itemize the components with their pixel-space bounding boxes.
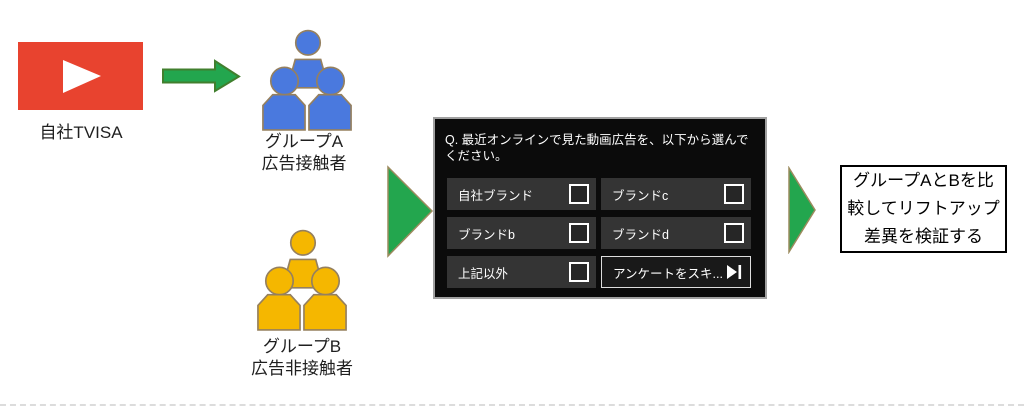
checkbox-icon[interactable] <box>569 223 589 243</box>
flow-triangle-icon <box>788 166 816 254</box>
group-a-desc: 広告接触者 <box>261 154 347 173</box>
skip-forward-icon <box>726 265 743 279</box>
bottom-dotted-rule <box>0 404 1024 406</box>
group-b-name: グループB <box>262 337 342 356</box>
option-brand-c[interactable]: ブランドc <box>601 178 751 210</box>
option-label: ブランドc <box>612 188 669 203</box>
group-a-label: グループA 広告接触者 <box>229 131 379 175</box>
survey-question: Q. 最近オンラインで見た動画広告を、以下から選んでください。 <box>445 133 749 163</box>
youtube-play-icon <box>18 42 143 110</box>
group-a-people-icon <box>262 29 352 131</box>
group-b-people-icon <box>257 229 347 331</box>
skip-button-label: アンケートをスキ... <box>613 266 723 281</box>
option-label: ブランドb <box>458 227 515 242</box>
checkbox-icon[interactable] <box>569 184 589 204</box>
checkbox-icon[interactable] <box>724 223 744 243</box>
option-label: 自社ブランド <box>458 188 534 203</box>
option-brand-d[interactable]: ブランドd <box>601 217 751 249</box>
play-triangle-icon <box>63 60 101 93</box>
survey-panel: Q. 最近オンラインで見た動画広告を、以下から選んでください。 自社ブランド ブ… <box>433 117 767 299</box>
option-brand-b[interactable]: ブランドb <box>447 217 596 249</box>
option-label: ブランドd <box>612 227 669 242</box>
checkbox-icon[interactable] <box>724 184 744 204</box>
group-b-label: グループB 広告非接触者 <box>227 336 377 380</box>
group-b-desc: 広告非接触者 <box>251 359 353 378</box>
arrow-right-icon <box>162 59 241 93</box>
flow-triangle-icon <box>387 165 434 258</box>
option-other[interactable]: 上記以外 <box>447 256 596 288</box>
skip-survey-button[interactable]: アンケートをスキ... <box>601 256 751 288</box>
group-a-name: グループA <box>264 132 344 151</box>
option-label: 上記以外 <box>458 266 509 281</box>
source-label: 自社TVISA <box>39 123 123 142</box>
result-box: グループAとBを比較してリフトアップ差異を検証する <box>840 165 1007 253</box>
result-text: グループAとBを比較してリフトアップ差異を検証する <box>847 171 1000 246</box>
survey-options-grid: 自社ブランド ブランドc ブランドb ブランドd 上記以外 アンケートをスキ.. <box>447 178 751 288</box>
option-own-brand[interactable]: 自社ブランド <box>447 178 596 210</box>
checkbox-icon[interactable] <box>569 262 589 282</box>
